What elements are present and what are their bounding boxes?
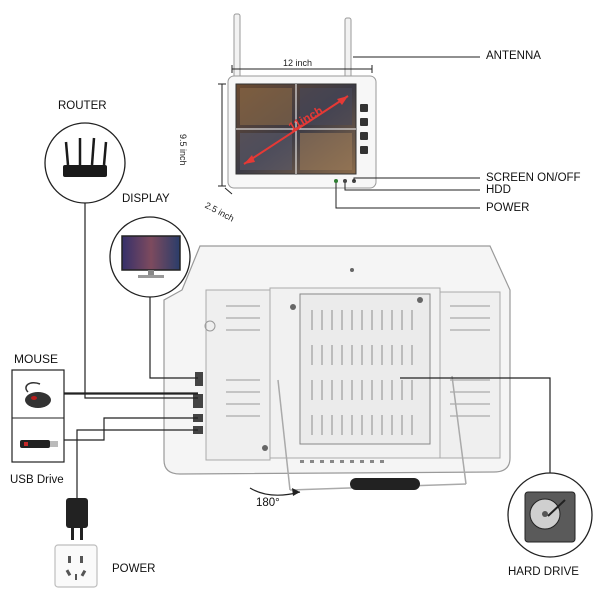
connection-lines (64, 203, 551, 498)
dimension-lines (218, 65, 373, 195)
peripherals-box (11, 369, 65, 463)
label-router: ROUTER (58, 100, 107, 112)
label-hdd: HDD (486, 184, 511, 196)
hard-drive-callout (507, 472, 593, 558)
label-power-top: POWER (486, 202, 530, 214)
label-stand-angle: 180° (256, 497, 280, 509)
label-power-left: POWER (112, 563, 156, 575)
stand-grip (350, 478, 420, 490)
nvr-monitor-front (227, 13, 377, 189)
label-usb-drive: USB Drive (10, 474, 64, 486)
label-display: DISPLAY (122, 193, 170, 205)
display-callout (109, 216, 191, 298)
hard-drive-icon (524, 491, 576, 543)
antenna-right (344, 17, 352, 83)
label-mouse: MOUSE (14, 352, 59, 366)
label-antenna: ANTENNA (486, 50, 541, 62)
label-screen-on-off: SCREEN ON/OFF (486, 172, 581, 184)
monitor-callout-lines (335, 56, 480, 209)
antenna-left (233, 13, 241, 85)
dimension-width: 12 inch (283, 58, 313, 68)
router-callout (44, 122, 126, 204)
diagonal-line (243, 95, 349, 165)
dimension-height: 9.5 inch (178, 134, 188, 166)
router-icon (63, 137, 108, 177)
mouse-icon (25, 381, 51, 408)
monitor-icon (121, 235, 181, 278)
label-hard-drive: HARD DRIVE (508, 566, 579, 578)
wall-socket-icon (54, 544, 98, 588)
nvr-back-view (163, 245, 511, 475)
power-plug-icon (66, 498, 88, 540)
usb-drive-icon (20, 440, 58, 448)
